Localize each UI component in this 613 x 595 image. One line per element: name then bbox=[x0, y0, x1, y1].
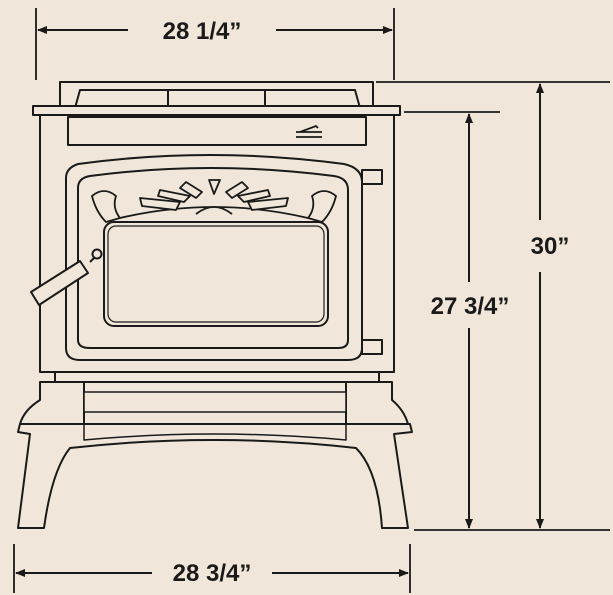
control-icon bbox=[296, 125, 322, 138]
bottom-width-label: 28 3/4” bbox=[173, 560, 252, 587]
control-panel bbox=[67, 116, 367, 146]
stove-illustration bbox=[17, 81, 413, 529]
ash-drawer bbox=[83, 391, 347, 413]
stove-top-plate bbox=[32, 105, 401, 116]
stove-base-band bbox=[54, 371, 380, 383]
door-hinge-top bbox=[361, 169, 383, 185]
dimension-lines bbox=[13, 8, 610, 593]
door-hinge-bottom bbox=[361, 339, 383, 355]
body-height-label: 27 3/4” bbox=[431, 293, 510, 320]
stove-top-grille bbox=[59, 81, 374, 109]
top-width-label: 28 1/4” bbox=[163, 18, 242, 45]
door-crest-ornament bbox=[91, 179, 337, 223]
overall-height-label: 30” bbox=[531, 233, 570, 260]
stove-legs bbox=[17, 423, 413, 529]
door-handle bbox=[30, 248, 103, 306]
door-glass-inner bbox=[107, 225, 325, 323]
dimension-arrows bbox=[15, 26, 544, 577]
